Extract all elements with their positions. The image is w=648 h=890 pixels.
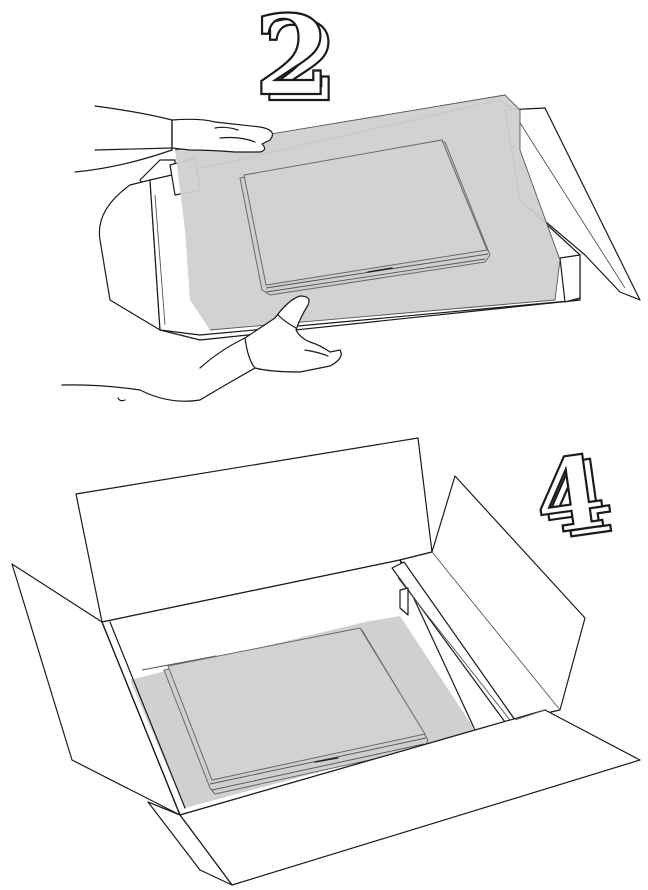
step-2-illustration: 2 2 [0, 0, 648, 420]
step-number-4: 4 4 [527, 431, 620, 564]
step-number-2: 2 2 [254, 0, 339, 126]
step-4-illustration: 4 4 [0, 430, 648, 890]
step-number-2-face: 2 [254, 0, 331, 120]
